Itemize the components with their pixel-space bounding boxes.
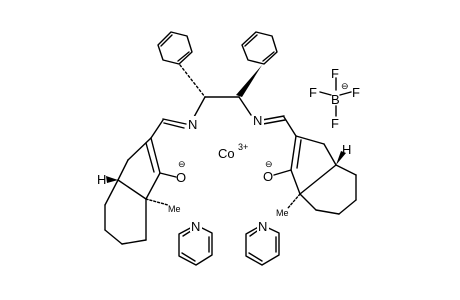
nitrogen-label-pyridine-left: N <box>191 219 200 234</box>
nitrogen-label-right: N <box>253 113 262 128</box>
oxide-charge-left: ⊖ <box>178 159 186 169</box>
nitrogen-label-pyridine-right: N <box>258 219 267 234</box>
methyl-label-right: Me <box>276 208 289 218</box>
imine-left <box>150 118 187 139</box>
fluorine-label-left: F <box>309 85 317 100</box>
bond-o-right <box>273 169 292 176</box>
stereo-bond-left <box>179 64 206 98</box>
nitrogen-label-left: N <box>188 117 197 132</box>
oxygen-label-right: O <box>263 169 273 184</box>
diimine-backbone <box>193 96 252 118</box>
phenyl-ring-right <box>241 31 278 65</box>
oxygen-label-left: O <box>176 170 186 185</box>
h-stereo-left <box>106 176 118 183</box>
borate-charge: ⊖ <box>341 81 349 91</box>
boron-label: B <box>331 92 340 107</box>
hydrogen-label-left: H <box>97 172 106 187</box>
oxide-charge-right: ⊖ <box>265 159 273 169</box>
phenyl-ring-left <box>157 31 193 65</box>
fluorine-label-right: F <box>352 85 360 100</box>
bond-o-left <box>159 172 177 178</box>
cobalt-charge: 3+ <box>238 142 248 152</box>
right-hydrindane <box>287 135 357 215</box>
hydrogen-label-right: H <box>342 142 351 157</box>
cobalt-symbol: Co <box>218 146 235 161</box>
methyl-label-left: Me <box>168 204 181 214</box>
stereo-bond-right <box>236 65 262 97</box>
h-stereo-right <box>336 151 346 165</box>
imine-right <box>261 115 297 137</box>
tetrafluoroborate <box>319 77 352 117</box>
fluorine-label-top: F <box>331 66 339 81</box>
left-hydrindane <box>104 137 169 245</box>
fluorine-label-bottom: F <box>331 116 339 131</box>
